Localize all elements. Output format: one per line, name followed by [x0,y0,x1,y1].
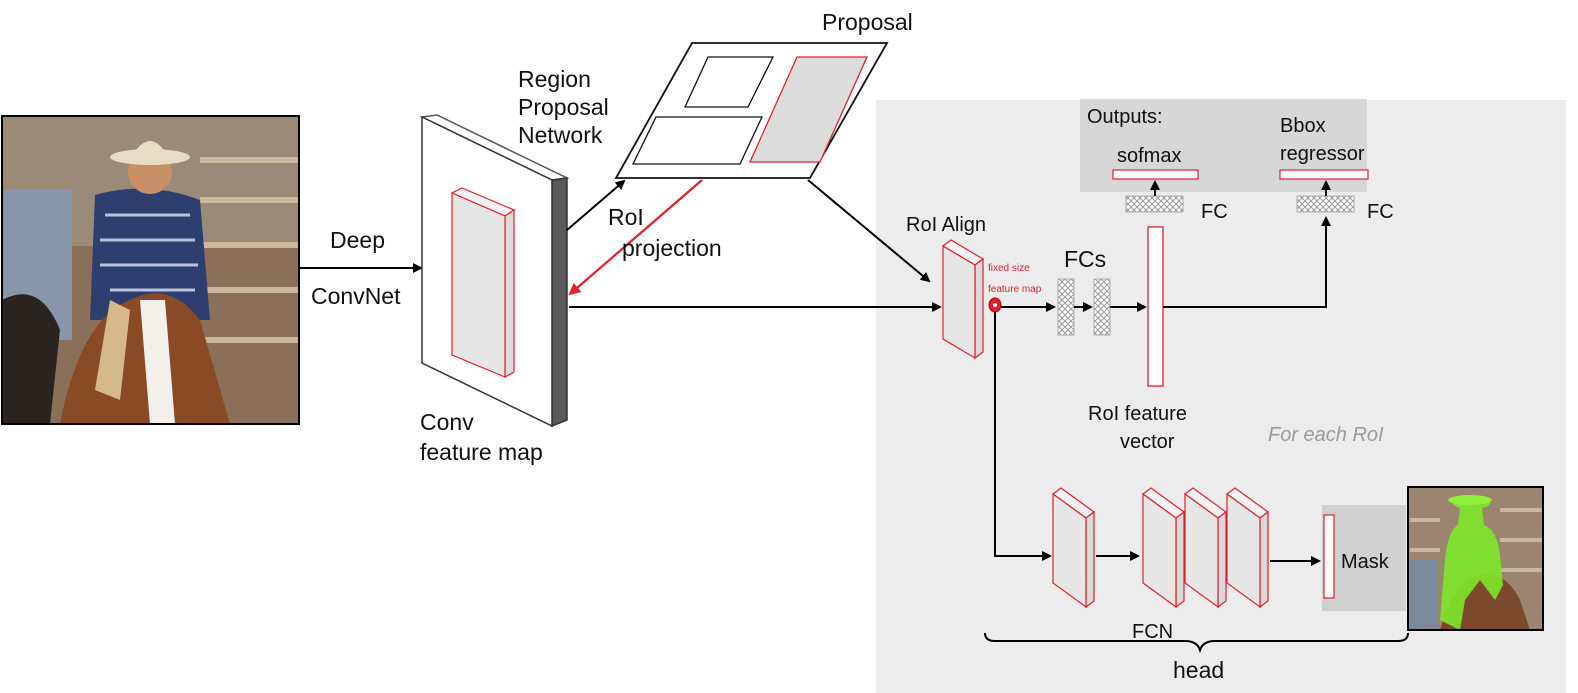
convnet-label: ConvNet [311,283,401,309]
fc-softmax-layer [1125,195,1184,213]
roialign-to-fcn-arrow [994,312,1052,561]
rpn-label-line3: Network [518,122,603,148]
outputs-label: Outputs: [1087,106,1163,128]
fc-right-label: FC [1367,201,1394,223]
conv-feature-map [419,114,570,428]
proposal-to-roialign-arrow [807,179,931,283]
softmax-label: sofmax [1117,145,1181,167]
vector-to-bbox-arrow [1163,216,1331,308]
rpn-arrow [566,179,626,231]
fc-left-label: FC [1201,201,1228,223]
fcn-layer-2 [1141,487,1186,609]
roi-feature-vector-bar [1147,226,1164,387]
feature-map-label: feature map [420,439,543,465]
green-mask-overlay [1440,500,1503,630]
fixed-size-label: fixed size [988,263,1030,274]
fc-layer-1 [1057,278,1075,336]
deep-label: Deep [330,227,385,253]
output-image [1408,487,1543,630]
roi-align-block [941,239,985,360]
softmax-output-bar [1112,169,1199,180]
roi-feature-vector-label-line1: RoI feature [1088,403,1187,425]
roi-feature-vector-label-line2: vector [1120,431,1175,453]
input-image [1,115,300,425]
roi-projection-label-line2: projection [622,235,722,261]
fcn-layer-4 [1225,487,1270,609]
fcn-label: FCN [1132,621,1173,643]
roi-projection-arrow [568,179,703,296]
head-label: head [1173,657,1224,683]
fc-bbox-layer [1296,195,1355,213]
bbox-label-line2: regressor [1280,143,1365,165]
fcs-label: FCs [1064,246,1106,272]
proposal-label: Proposal [822,9,913,35]
mask-output-bar [1323,514,1335,599]
conv-label: Conv [420,409,474,435]
for-each-roi-label: For each RoI [1268,424,1384,446]
bbox-label-line1: Bbox [1280,115,1326,137]
rpn-label-line1: Region [518,66,591,92]
head-brace [984,632,1409,654]
roi-projection-label-line1: RoI [608,204,644,230]
fc-layer-2 [1093,278,1111,336]
output-image-border [1407,486,1544,631]
rpn-label-line2: Proposal [518,94,609,120]
fcn-layer-1 [1051,487,1096,609]
proposal-plane [614,42,889,179]
bbox-output-bar [1279,169,1369,180]
roi-align-label: RoI Align [906,214,986,236]
mask-panel [1322,505,1406,611]
fixed-feature-map-label: feature map [988,284,1042,295]
fcn-layer-3 [1183,487,1228,609]
mask-label: Mask [1341,551,1390,573]
proposal-highlight [748,56,869,163]
